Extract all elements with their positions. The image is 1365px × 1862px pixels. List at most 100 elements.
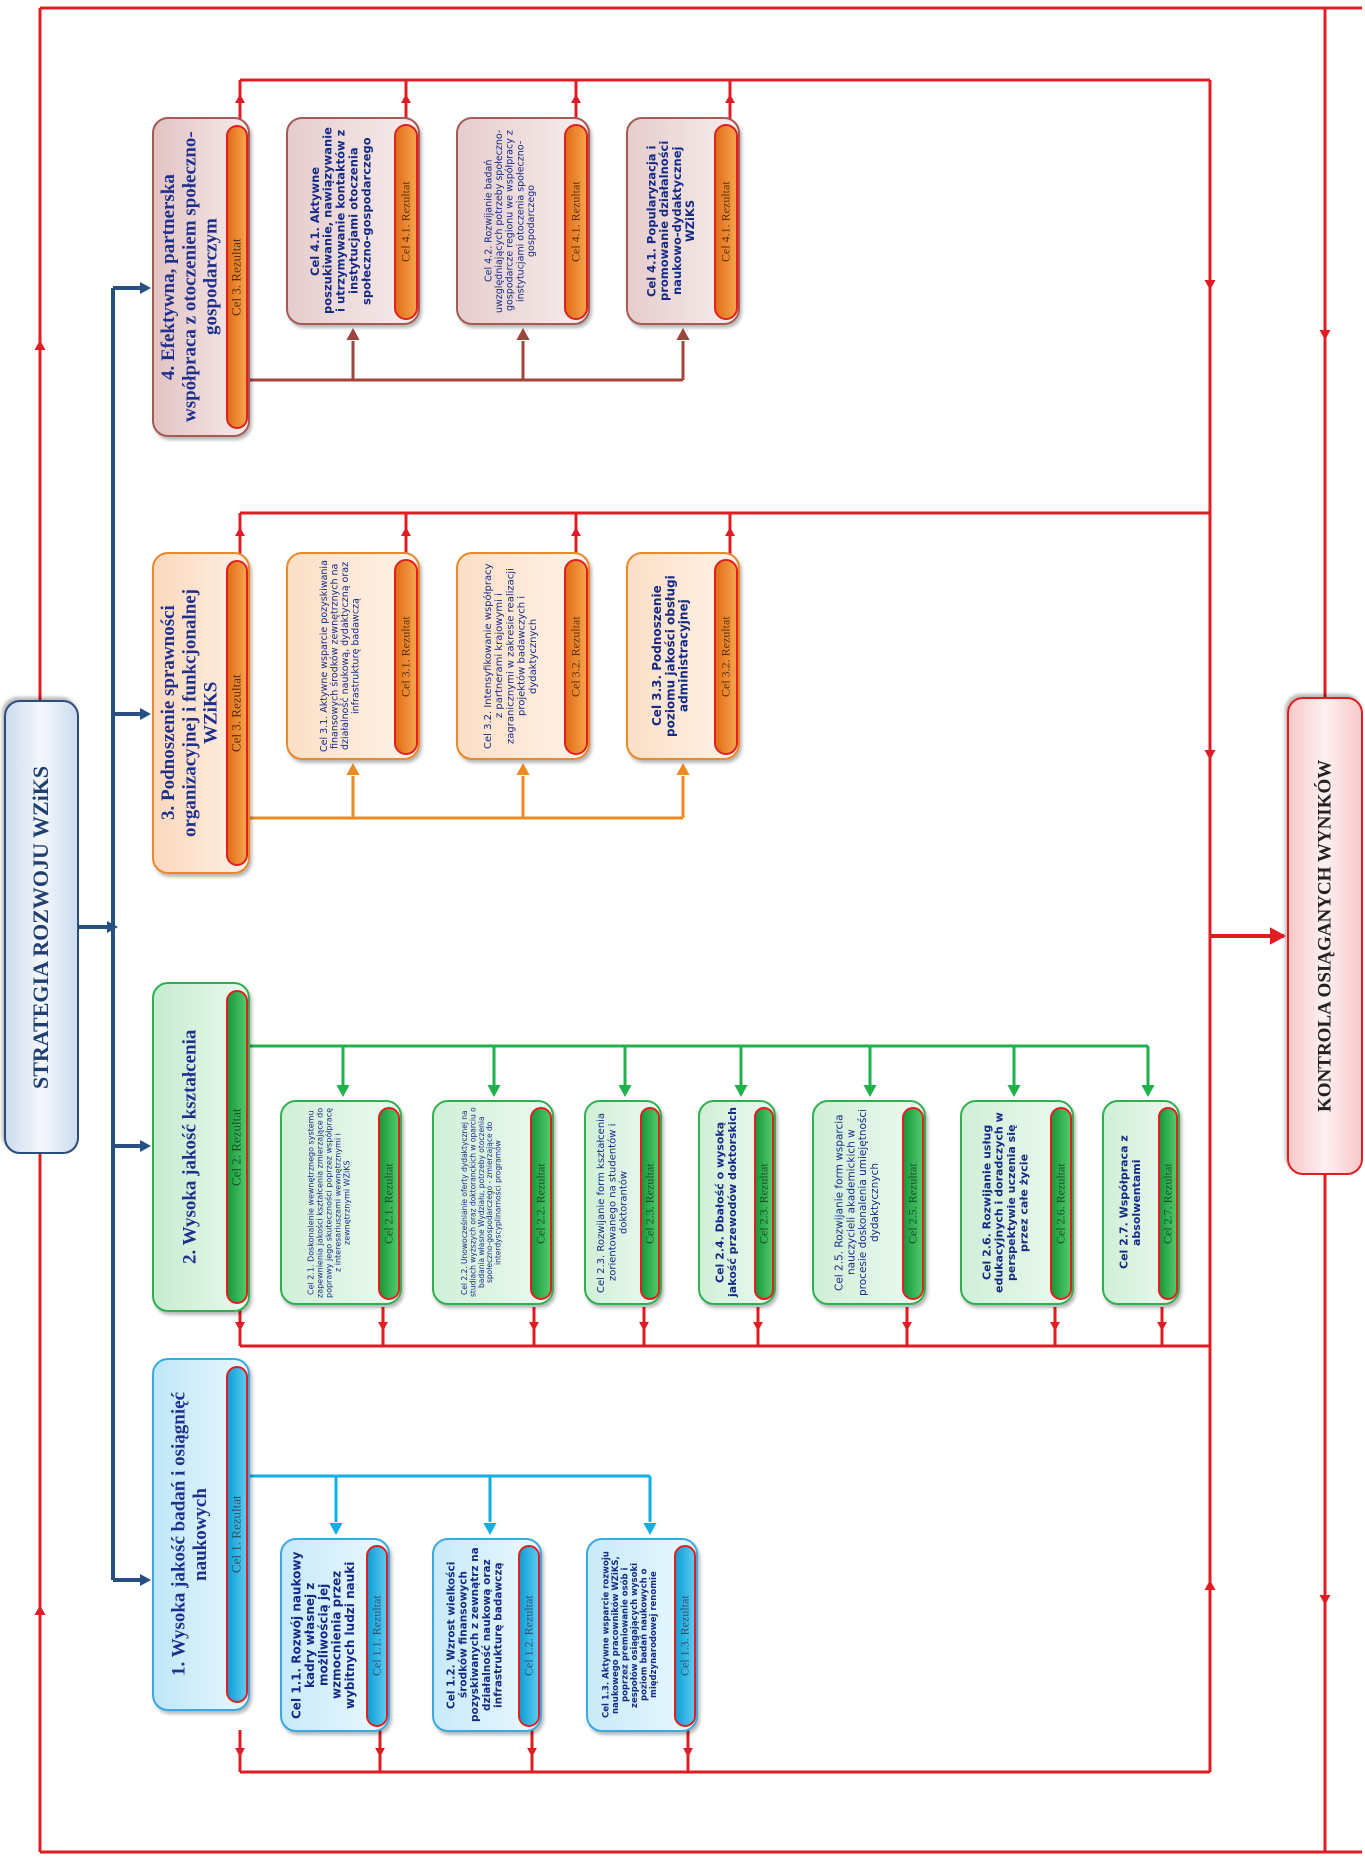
- subgoal-text: Cel 2.5. Rozwijanie form wsparcia nauczy…: [833, 1108, 881, 1297]
- arrow-head-57: [527, 1748, 537, 1757]
- goal-4-box: 4. Efektywna, partnerska współpraca z ot…: [152, 117, 250, 437]
- subgoal-result: Cel 4.1. Rezultat: [714, 124, 738, 320]
- subgoal-result: Cel 3.1. Rezultat: [394, 559, 418, 755]
- subgoal-result: Cel 2.2. Rezultat: [530, 1107, 552, 1300]
- arrow-head-18: [235, 94, 245, 103]
- subgoal-result: Cel 1.1. Rezultat: [366, 1545, 388, 1727]
- arrow-head-68: [140, 1139, 151, 1153]
- subgoal-text: Cel 2.7. Współpraca z absolwentami: [1117, 1135, 1143, 1270]
- arrow-head-24: [725, 94, 735, 103]
- arrow-head-86: [734, 1085, 748, 1097]
- subgoal-text: Cel 4.1. Popularyzacja i promowanie dzia…: [644, 140, 697, 302]
- control-label: KONTROLA OSIĄGANYCH WYNIKÓW: [1314, 759, 1336, 1113]
- subgoal-text: Cel 4.2. Rozwijanie badań uwzględniający…: [483, 129, 537, 313]
- arrow-head-9: [1319, 1595, 1331, 1605]
- arrow-head-14: [1204, 750, 1216, 760]
- subgoal-result: Cel 4.1. Rezultat: [564, 124, 588, 320]
- subgoal-result: Cel 2.7. Rezultat: [1158, 1107, 1178, 1300]
- arrow-head-22: [571, 94, 581, 103]
- arrow-head-66: [140, 707, 151, 721]
- subgoal-result: Cel 2.3. Rezultat: [640, 1107, 660, 1300]
- arrow-head-20: [401, 94, 411, 103]
- goal-1-box: 1. Wysoka jakość badań i osiągnięć nauko…: [152, 1358, 250, 1711]
- subgoal-4-2: Cel 4.2. Rozwijanie badań uwzględniający…: [456, 117, 590, 325]
- arrow-head-90: [1007, 1085, 1021, 1097]
- subgoal-text: Cel 3.2. Intensyfikowanie współpracy z p…: [483, 563, 539, 749]
- subgoal-3-1: Cel 3.1. Aktywne wsparcie pozyskiwania f…: [286, 552, 420, 760]
- subgoal-2-4: Cel 2.4. Dbałość o wysoką jakość przewod…: [698, 1100, 776, 1305]
- subgoal-2-5: Cel 2.5. Rozwijanie form wsparcia nauczy…: [812, 1100, 926, 1305]
- subgoal-text: Cel 4.1. Aktywne poszukiwanie, nawiązywa…: [307, 127, 374, 315]
- arrow-head-8: [1319, 330, 1331, 340]
- subgoal-result: Cel 1.3. Rezultat: [674, 1545, 696, 1727]
- goal-1-result: Cel 1. Rezultat: [226, 1366, 248, 1703]
- arrow-head-97: [516, 763, 530, 775]
- subgoal-2-2: Cel 2.2. Unowocześnianie oferty dydaktyc…: [432, 1100, 554, 1305]
- subgoal-1-3: Cel 1.3. Aktywne wsparcie rozwoju naukow…: [586, 1538, 698, 1732]
- subgoal-3-3: Cel 3.3. Podnoszenie poziomu jakości obs…: [626, 552, 740, 760]
- arrow-head-92: [1141, 1085, 1155, 1097]
- subgoal-text: Cel 2.6. Rozwijanie usług edukacyjnych i…: [980, 1112, 1031, 1293]
- subgoal-text: Cel 2.2. Unowocześnianie oferty dydaktyc…: [460, 1107, 503, 1298]
- arrow-head-38: [378, 1322, 388, 1331]
- arrow-head-80: [336, 1085, 350, 1097]
- subgoal-2-1: Cel 2.1. Doskonalenie wewnętrznego syste…: [280, 1100, 402, 1305]
- subgoal-4-1: Cel 4.1. Aktywne poszukiwanie, nawiązywa…: [286, 117, 420, 325]
- arrow-head-40: [529, 1322, 539, 1331]
- subgoal-2-7: Cel 2.7. Współpraca z absolwentami Cel 2…: [1102, 1100, 1180, 1305]
- arrow-head-53: [235, 1748, 245, 1757]
- subgoal-1-2: Cel 1.2. Wzrost wielkości środków finans…: [432, 1538, 542, 1732]
- arrow-head-44: [753, 1322, 763, 1331]
- subgoal-result: Cel 2.6. Rezultat: [1050, 1107, 1072, 1300]
- goal-2-title: 2. Wysoka jakość kształcenia: [179, 1029, 201, 1265]
- goal-3-box: 3. Podnoszenie sprawności organizacyjnej…: [152, 552, 250, 874]
- arrow-head-31: [571, 527, 581, 536]
- arrow-head-102: [346, 328, 360, 340]
- arrow-head-82: [487, 1085, 501, 1097]
- arrow-head-29: [401, 527, 411, 536]
- goal-3-result: Cel 3. Rezultat: [226, 560, 248, 866]
- subgoal-result: Cel 3.2. Rezultat: [564, 559, 588, 755]
- subgoal-1-1: Cel 1.1. Rozwój naukowy kadry własnej z …: [280, 1538, 390, 1732]
- subgoal-text: Cel 2.4. Dbałość o wysoką jakość przewod…: [713, 1107, 739, 1298]
- arrow-head-50: [1157, 1322, 1167, 1331]
- arrow-head-48: [1050, 1322, 1060, 1331]
- arrow-head-99: [676, 763, 690, 775]
- arrow-head-33: [725, 527, 735, 536]
- control-box: KONTROLA OSIĄGANYCH WYNIKÓW: [1287, 697, 1363, 1175]
- arrow-head-46: [902, 1322, 912, 1331]
- strategy-label: STRATEGIA ROZWOJU WZiKS: [28, 765, 54, 1089]
- subgoal-text: Cel 1.3. Aktywne wsparcie rozwoju naukow…: [601, 1551, 660, 1719]
- arrow-head-7: [34, 1605, 46, 1615]
- goal-4-title: 4. Efektywna, partnerska współpraca z ot…: [158, 131, 222, 423]
- goal-4-result: Cel 3. Rezultat: [226, 125, 248, 429]
- arrow-head-59: [683, 1748, 693, 1757]
- goal-3-title: 3. Podnoszenie sprawności organizacyjnej…: [158, 588, 222, 838]
- subgoal-result: Cel 2.1. Rezultat: [378, 1107, 400, 1300]
- subgoal-text: Cel 2.3. Rozwijanie form kształcenia zor…: [596, 1112, 630, 1293]
- arrow-head-64: [140, 281, 151, 295]
- goal-1-title: 1. Wysoka jakość badań i osiągnięć nauko…: [168, 1392, 211, 1677]
- arrow-head-15: [1204, 1580, 1216, 1590]
- subgoal-3-2: Cel 3.2. Intensyfikowanie współpracy z p…: [456, 552, 590, 760]
- subgoal-2-3: Cel 2.3. Rozwijanie form kształcenia zor…: [584, 1100, 662, 1305]
- arrow-head-106: [676, 328, 690, 340]
- goal-2-result: Cel 2. Rezultat: [226, 990, 248, 1304]
- arrow-head-6: [34, 340, 46, 350]
- arrow-head-104: [516, 328, 530, 340]
- subgoal-result: Cel 2.5. Rezultat: [902, 1107, 924, 1300]
- arrow-head-12: [1270, 927, 1286, 945]
- arrow-head-84: [618, 1085, 632, 1097]
- arrow-head-75: [483, 1523, 497, 1535]
- subgoal-result: Cel 2.3. Rezultat: [754, 1107, 774, 1300]
- arrow-head-73: [329, 1523, 343, 1535]
- subgoal-text: Cel 1.1. Rozwój naukowy kadry własnej z …: [289, 1551, 358, 1719]
- arrow-head-77: [643, 1523, 657, 1535]
- subgoal-4-3: Cel 4.1. Popularyzacja i promowanie dzia…: [626, 117, 740, 325]
- arrow-head-36: [235, 1322, 245, 1331]
- subgoal-result: Cel 4.1. Rezultat: [394, 124, 418, 320]
- arrow-head-42: [639, 1322, 649, 1331]
- arrow-head-88: [863, 1085, 877, 1097]
- arrow-head-95: [346, 763, 360, 775]
- subgoal-text: Cel 1.2. Wzrost wielkości środków finans…: [445, 1547, 505, 1723]
